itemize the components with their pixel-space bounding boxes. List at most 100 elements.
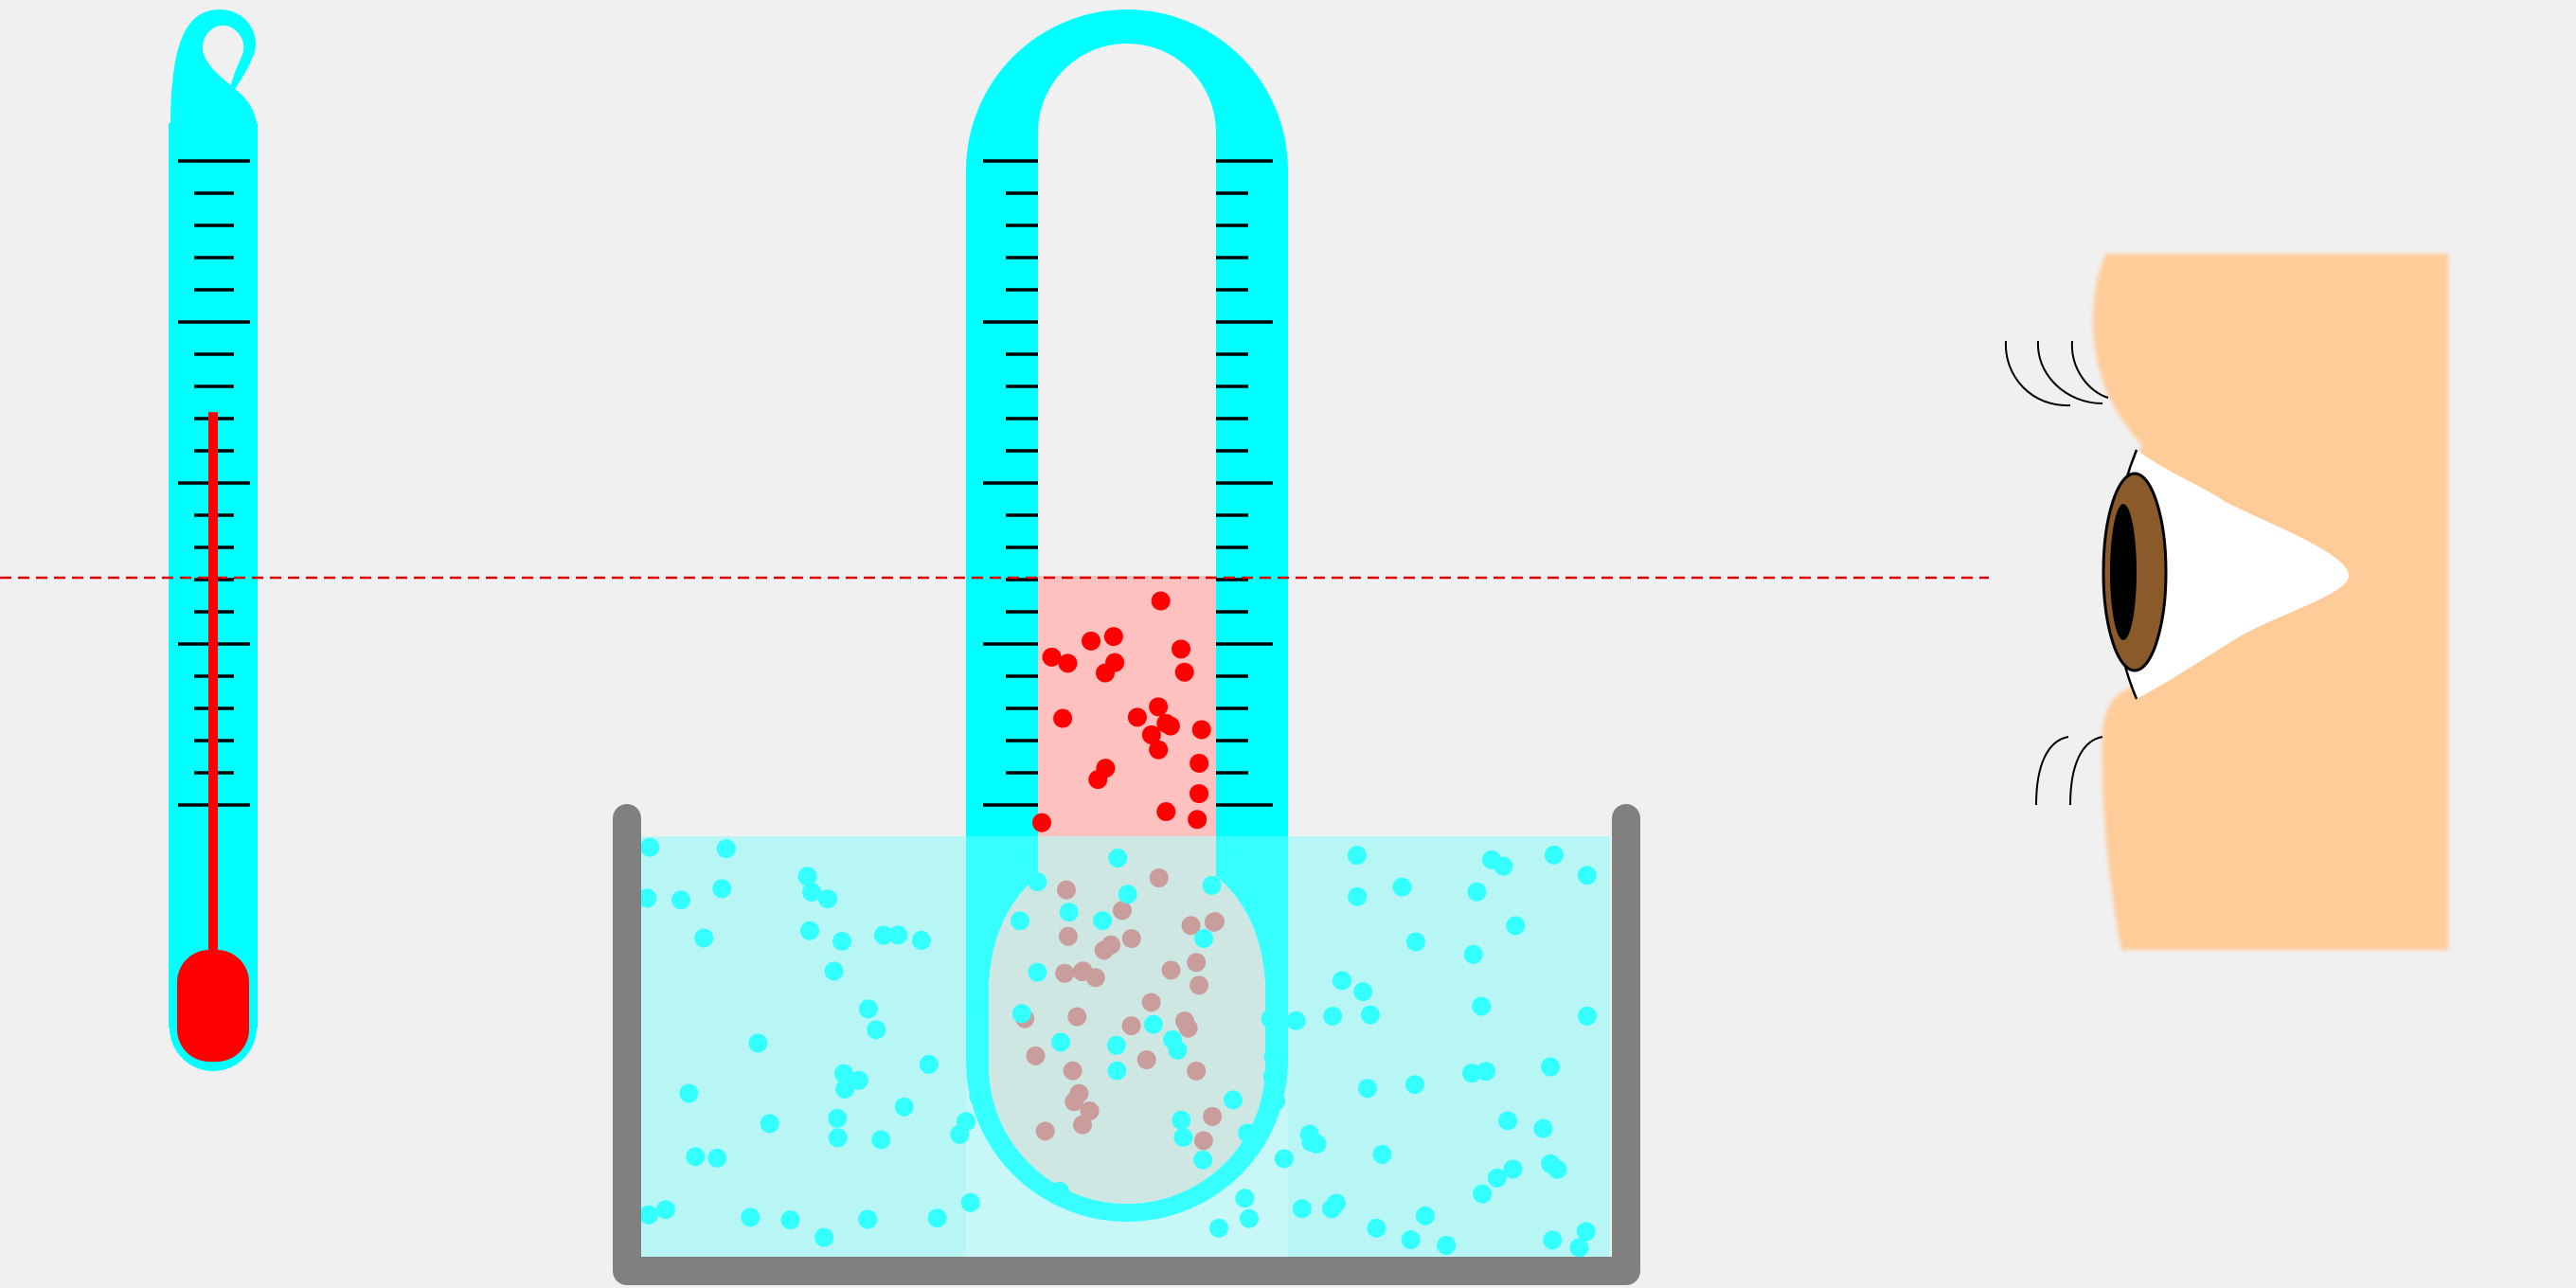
eye-white bbox=[2112, 450, 2349, 699]
bulb-particle bbox=[1035, 1121, 1055, 1141]
water-particle bbox=[655, 1200, 675, 1220]
water-particle bbox=[1494, 856, 1513, 876]
water-particle bbox=[1143, 1014, 1163, 1034]
bulb-particle bbox=[1149, 868, 1169, 887]
water-particle bbox=[894, 1097, 914, 1117]
hot-particle bbox=[1127, 707, 1147, 727]
bulb-particle bbox=[1187, 1061, 1207, 1081]
hot-particle bbox=[1188, 810, 1208, 830]
water-particle bbox=[1576, 1222, 1596, 1242]
water-particle bbox=[1415, 1206, 1435, 1225]
water-particle bbox=[1372, 1144, 1392, 1164]
bulb-particle bbox=[1178, 1018, 1198, 1038]
water-particle bbox=[1348, 886, 1368, 906]
water-particle bbox=[686, 1147, 706, 1167]
water-particle bbox=[1404, 1075, 1424, 1095]
water-particle bbox=[637, 888, 657, 908]
water-particle bbox=[679, 1083, 699, 1103]
water-particle bbox=[1011, 911, 1030, 931]
water-particle bbox=[1476, 1062, 1495, 1082]
water-particle bbox=[818, 889, 838, 909]
bulb-particle bbox=[1203, 1106, 1223, 1126]
hot-particle bbox=[1191, 720, 1211, 740]
water-particle bbox=[694, 928, 714, 948]
water-particle bbox=[1106, 1035, 1126, 1055]
upper-eyelashes bbox=[2004, 340, 2109, 407]
bulb-particle bbox=[1193, 1131, 1213, 1151]
water-particle bbox=[1263, 1046, 1283, 1066]
water-particle bbox=[1533, 1118, 1553, 1138]
water-particle bbox=[1473, 1184, 1493, 1204]
hot-particle bbox=[1149, 697, 1169, 717]
water-particle bbox=[867, 1020, 886, 1040]
water-particle bbox=[1392, 877, 1412, 897]
water-particle bbox=[824, 961, 844, 981]
water-particle bbox=[1541, 1154, 1561, 1173]
water-particle bbox=[1463, 944, 1483, 964]
hot-particle bbox=[1141, 724, 1161, 744]
water-particle bbox=[1401, 1230, 1421, 1250]
eye-pupil bbox=[2110, 504, 2137, 640]
water-particle bbox=[1286, 1011, 1306, 1030]
water-particle bbox=[833, 1064, 853, 1083]
water-particle bbox=[1051, 1032, 1071, 1052]
water-particle bbox=[802, 883, 822, 903]
water-particle bbox=[797, 867, 817, 886]
water-particle bbox=[1028, 962, 1047, 982]
water-particle bbox=[1301, 1133, 1321, 1153]
water-particle bbox=[712, 879, 732, 899]
thermometer-icon bbox=[169, 9, 258, 1071]
water-particle bbox=[1235, 1189, 1255, 1208]
tube-water-tint bbox=[966, 836, 1288, 1258]
water-particle bbox=[832, 931, 852, 951]
water-particle bbox=[858, 999, 878, 1019]
water-particle bbox=[1012, 844, 1032, 864]
thermometer-liquid-column bbox=[208, 412, 218, 957]
water-particle bbox=[1107, 1061, 1127, 1081]
water-particle bbox=[1323, 1006, 1343, 1026]
water-particle bbox=[828, 1108, 848, 1128]
lower-eyelashes bbox=[2035, 736, 2103, 806]
water-particle bbox=[1118, 885, 1137, 904]
water-particle bbox=[969, 1087, 989, 1107]
container-wall bbox=[613, 804, 1640, 1285]
water-particle bbox=[1238, 1123, 1258, 1143]
water-particle bbox=[1326, 1193, 1346, 1213]
water-particle bbox=[1261, 1009, 1280, 1029]
bulb-particle bbox=[1058, 926, 1078, 946]
bulb-particle bbox=[1055, 963, 1075, 983]
water-particle bbox=[1172, 1110, 1191, 1130]
water-particle bbox=[1239, 1208, 1259, 1228]
hot-particle bbox=[1190, 784, 1209, 804]
hot-particle bbox=[1156, 802, 1176, 822]
water-particle bbox=[858, 1209, 878, 1229]
bulb-particle bbox=[1063, 1061, 1082, 1081]
water-particle bbox=[671, 890, 691, 910]
tube-hot-liquid bbox=[1038, 576, 1216, 879]
hot-liquid-particles bbox=[1032, 591, 1211, 832]
water-particle bbox=[640, 837, 660, 857]
hot-particle bbox=[1190, 753, 1209, 773]
water-particle bbox=[1569, 1238, 1589, 1258]
bulb-particle bbox=[1206, 912, 1225, 932]
water-particle bbox=[1173, 1127, 1193, 1147]
water-particle bbox=[760, 1114, 779, 1134]
tube-scale-left bbox=[983, 159, 1038, 807]
bulb-particle bbox=[1026, 1046, 1046, 1065]
water-particle bbox=[748, 1033, 768, 1053]
bulb-particle bbox=[1136, 1049, 1156, 1069]
water-particle bbox=[1049, 1181, 1069, 1201]
water-particle bbox=[871, 1130, 891, 1150]
water-particle bbox=[919, 1054, 939, 1074]
bulb-particle bbox=[1121, 929, 1141, 949]
water-particle bbox=[1577, 866, 1597, 886]
hot-particle bbox=[1160, 716, 1180, 736]
bulb-particle bbox=[1067, 1007, 1087, 1027]
bath-water-particles bbox=[637, 837, 1597, 1258]
water-particle bbox=[1093, 911, 1113, 931]
water-particle bbox=[741, 1208, 760, 1227]
water-particle bbox=[835, 1079, 855, 1099]
water-particle bbox=[707, 1148, 727, 1168]
bulb-particle bbox=[1056, 880, 1076, 900]
